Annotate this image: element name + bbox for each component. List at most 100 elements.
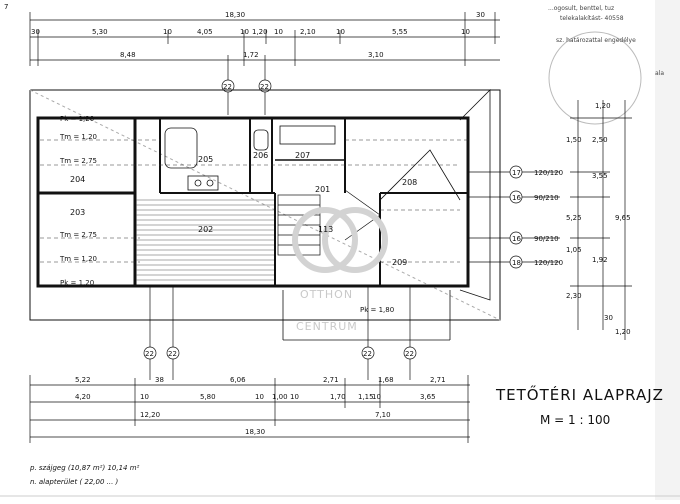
- room-202-floor-hatch: [136, 199, 274, 281]
- top-dim-row2-0: 8,48: [120, 51, 136, 59]
- rdim-9: 30: [604, 314, 613, 322]
- room-numbers: 204 203 202 205 206 207 201 208 209 113: [70, 151, 417, 267]
- top-dim-row2-2: 3,10: [368, 51, 384, 59]
- top-dim-10: 10: [461, 28, 470, 36]
- top-dim-5: 1,20: [252, 28, 268, 36]
- bdim-r1-3: 2,71: [323, 376, 339, 384]
- rdim-6: 1,05: [566, 246, 582, 254]
- watermark-line-1: OTTHON: [300, 288, 353, 301]
- watermark-line-2: CENTRUM: [296, 320, 358, 333]
- room-205-label: 205: [198, 155, 213, 164]
- stamp-line-1: ...ogosult, benttel, tuz: [548, 5, 614, 12]
- bdim-total: 18,30: [245, 428, 265, 436]
- room-203-label: 203: [70, 208, 85, 217]
- bdim-r3-1: 7,10: [375, 411, 391, 419]
- page-edge-shadow: [655, 0, 680, 500]
- bdim-r2-2: 5,80: [200, 393, 216, 401]
- top-dim-6: 10: [274, 28, 283, 36]
- bdim-r2-8: 10: [372, 393, 381, 401]
- note-0: Pk = 1,20: [60, 115, 94, 123]
- ceiling-height-notes: Pk = 1,20 Pk = 1,20 Tm = 1,20 Tm = 2,75 …: [59, 115, 394, 314]
- axis-marker-t2: 22: [260, 83, 269, 91]
- top-dim-9: 5,55: [392, 28, 408, 36]
- top-dim-right: 30: [476, 11, 485, 19]
- room-207-label: 207: [295, 151, 310, 160]
- bdim-r1-2: 6,06: [230, 376, 246, 384]
- room-201-label: 201: [315, 185, 330, 194]
- bdim-r2-0: 4,20: [75, 393, 91, 401]
- rdim-8: 2,30: [566, 292, 582, 300]
- right-axis-markers: [468, 165, 560, 269]
- room-206-label: 206: [253, 151, 268, 160]
- note-1: Pk = 1,20: [60, 279, 94, 287]
- approval-stamp: ...ogosult, benttel, tuz telekalakítást-…: [548, 5, 664, 125]
- area-note-1: p. szájgeg (10,87 m²) 10,14 m²: [29, 464, 140, 472]
- bdim-r2-9: 3,65: [420, 393, 436, 401]
- bdim-r2-7: 1,15: [358, 393, 374, 401]
- bathroom-fixtures: [164, 125, 336, 191]
- top-dimension-labels: 18,30 30 30 5,30 10 4,05 10 1,20 10 2,10…: [31, 11, 485, 59]
- bdim-r1-1: 38: [155, 376, 164, 384]
- top-total-dim: 18,30: [225, 11, 245, 19]
- bottom-dimension-labels: 5,22 38 6,06 2,71 1,68 2,71 4,20 10 5,80…: [75, 376, 446, 436]
- axis-marker-r2: 16: [512, 194, 521, 202]
- bottom-axis-markers: [143, 286, 417, 380]
- bdim-r2-1: 10: [140, 393, 149, 401]
- rdim-7: 1,92: [592, 256, 608, 264]
- axis-marker-b4: 22: [405, 350, 414, 358]
- section-r4: 120/120: [534, 259, 563, 267]
- bdim-r2-5: 10: [290, 393, 299, 401]
- roof-outline: [29, 89, 501, 321]
- bdim-r1-4: 1,68: [378, 376, 394, 384]
- bdim-r3-0: 12,20: [140, 411, 160, 419]
- building-walls: [36, 116, 470, 288]
- room-208-label: 208: [402, 178, 417, 187]
- note-5: Tm = 1,20: [59, 255, 97, 263]
- bdim-r2-3: 10: [255, 393, 264, 401]
- axis-marker-b2: 22: [168, 350, 177, 358]
- stamp-line-2: telekalakítást- 40558: [560, 15, 624, 22]
- room-113-label: 113: [318, 225, 333, 234]
- rdim-2: 2,50: [592, 136, 608, 144]
- note-2: Tm = 1,20: [59, 133, 97, 141]
- axis-marker-b1: 22: [145, 350, 154, 358]
- top-dim-4: 10: [240, 28, 249, 36]
- top-dim-7: 2,10: [300, 28, 316, 36]
- top-dim-0: 30: [31, 28, 40, 36]
- room-204-label: 204: [70, 175, 85, 184]
- axis-marker-r1: 17: [512, 169, 521, 177]
- drawing-scale: M = 1 : 100: [540, 413, 610, 427]
- rdim-0: 1,20: [595, 102, 611, 110]
- axis-marker-b3: 22: [363, 350, 372, 358]
- bdim-r1-5: 2,71: [430, 376, 446, 384]
- section-r2: 90/210: [534, 194, 559, 202]
- bottom-dimension-chains: [29, 375, 470, 443]
- bdim-r1-0: 5,22: [75, 376, 91, 384]
- axis-marker-r3: 16: [512, 235, 521, 243]
- room-202-label: 202: [198, 225, 213, 234]
- section-r3: 90/210: [534, 235, 559, 243]
- rdim-1: 1,50: [566, 136, 582, 144]
- watermark: OTTHON CENTRUM: [292, 207, 388, 333]
- stamp-line-4: ala: [655, 70, 664, 77]
- right-dimension-labels: 1,20 1,50 2,50 3,55 5,25 9,65 1,05 1,92 …: [566, 102, 631, 336]
- note-4: Tm = 2,75: [59, 231, 97, 239]
- top-axis-markers: [221, 55, 272, 115]
- area-notes: p. szájgeg (10,87 m²) 10,14 m² n. alapte…: [29, 464, 140, 486]
- top-dim-2: 10: [163, 28, 172, 36]
- roof-hip-lines: [282, 89, 491, 341]
- stamp-line-3: sz. határozattal engedélye: [556, 37, 636, 44]
- bdim-r2-4: 1,00: [272, 393, 288, 401]
- rdim-5: 9,65: [615, 214, 631, 222]
- slope-lines: [40, 139, 470, 263]
- bdim-r2-6: 1,70: [330, 393, 346, 401]
- rdim-10: 1,20: [615, 328, 631, 336]
- note-6: Pk = 1,80: [360, 306, 394, 314]
- top-dim-1: 5,30: [92, 28, 108, 36]
- note-3: Tm = 2,75: [59, 157, 97, 165]
- top-dim-3: 4,05: [197, 28, 213, 36]
- right-dimension-chains: [570, 100, 632, 340]
- section-r1: 120/120: [534, 169, 563, 177]
